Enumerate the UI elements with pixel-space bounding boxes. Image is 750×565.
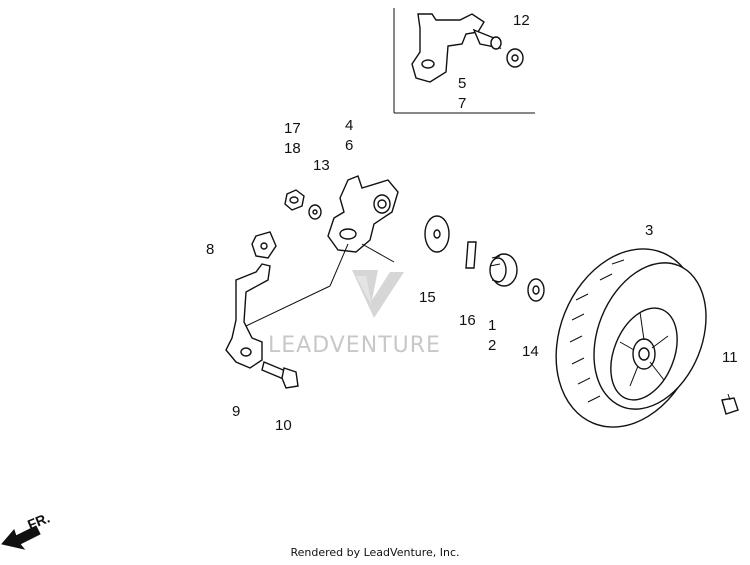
callout-12: 12 — [513, 12, 530, 29]
washer-part-15 — [424, 215, 450, 253]
bolt-part-11 — [721, 393, 739, 415]
inset-box — [393, 8, 535, 114]
callout-5: 5 — [458, 75, 466, 92]
callout-8: 8 — [206, 241, 214, 258]
callout-2: 2 — [488, 337, 496, 354]
leader-line — [245, 285, 331, 327]
washer-part-13 — [308, 204, 322, 220]
pin-part-16 — [465, 241, 477, 269]
callout-15: 15 — [419, 289, 436, 306]
callout-9: 9 — [232, 403, 240, 420]
callout-10: 10 — [275, 417, 292, 434]
callout-3: 3 — [645, 222, 653, 239]
callout-16: 16 — [459, 312, 476, 329]
wheel-part-3 — [555, 248, 707, 428]
callout-6: 6 — [345, 137, 353, 154]
direction-label: FR. — [25, 509, 52, 532]
inset-bracket-part — [411, 13, 502, 83]
front-direction-arrow-icon — [1, 525, 41, 550]
callout-4: 4 — [345, 117, 353, 134]
gear-part-1 — [489, 253, 518, 287]
leadventure-watermark: LEADVENTURE — [268, 270, 441, 358]
knob-part-8 — [251, 231, 277, 259]
callout-18: 18 — [284, 140, 301, 157]
bolt-part-10 — [261, 361, 299, 389]
leader-line — [329, 243, 349, 287]
lever-part-9 — [225, 263, 271, 369]
callout-13: 13 — [313, 157, 330, 174]
callout-11: 11 — [722, 349, 738, 366]
nut-part-17 — [284, 189, 305, 211]
callout-1: 1 — [488, 317, 496, 334]
washer-part-14 — [527, 278, 545, 302]
leader-line — [361, 243, 395, 263]
washer-part-12 — [506, 48, 524, 68]
footer-credit: Rendered by LeadVenture, Inc. — [290, 546, 460, 559]
callout-14: 14 — [522, 343, 539, 360]
callout-7: 7 — [458, 95, 466, 112]
callout-17: 17 — [284, 120, 301, 137]
watermark-text: LEADVENTURE — [268, 333, 441, 358]
height-adjuster-bracket-part — [327, 175, 399, 253]
